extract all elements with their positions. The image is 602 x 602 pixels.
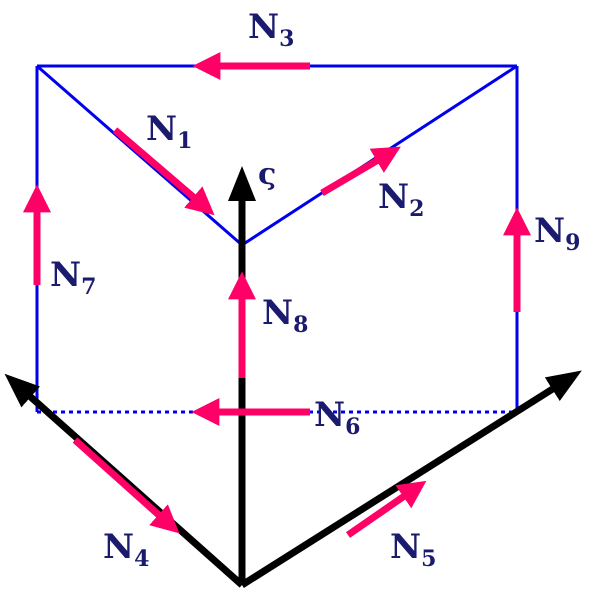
label-n4: N4 <box>103 527 150 572</box>
label-n1: N1 <box>146 109 193 154</box>
arrow-n2 <box>320 146 401 197</box>
label-n2: N2 <box>378 177 425 222</box>
label-n3: N3 <box>248 7 295 52</box>
arrow-n1 <box>112 127 215 216</box>
edge-arrows <box>23 52 531 538</box>
axis-label-vertical: ς <box>258 157 277 192</box>
label-n7: N7 <box>50 255 97 300</box>
label-n8: N8 <box>262 293 309 338</box>
label-n5: N5 <box>390 527 437 572</box>
label-n9: N9 <box>534 211 581 256</box>
axes <box>4 166 582 588</box>
label-n6: N6 <box>314 395 361 440</box>
arrow-n5 <box>346 480 427 538</box>
arrow-n4 <box>72 437 180 534</box>
